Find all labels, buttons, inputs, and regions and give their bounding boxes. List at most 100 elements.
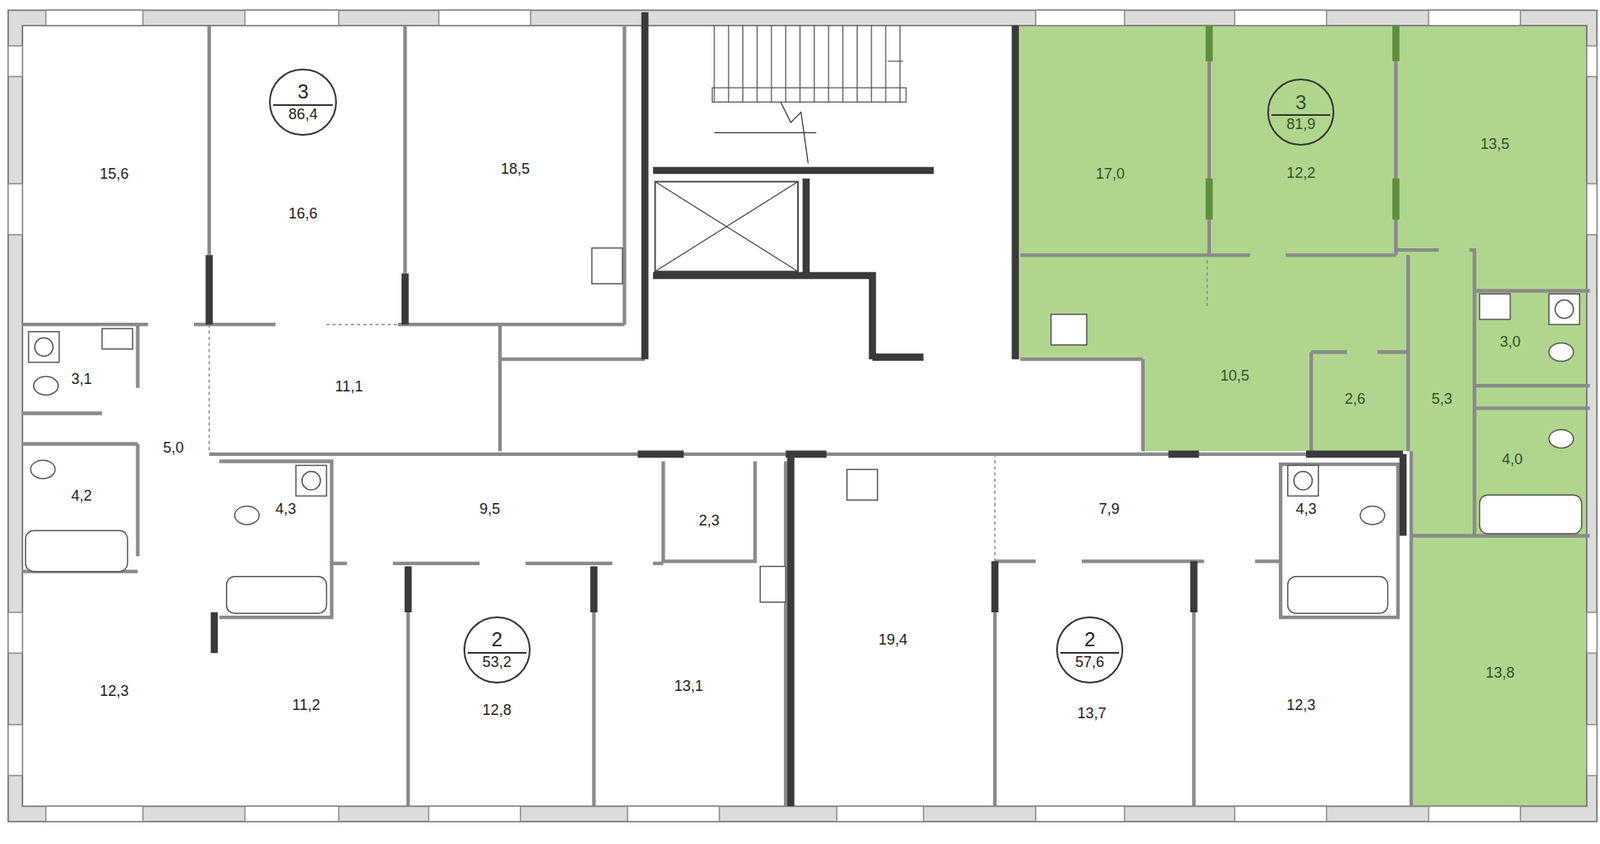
window: [1428, 806, 1521, 822]
toilet: [30, 460, 56, 479]
window: [836, 806, 924, 822]
washer: [28, 331, 60, 363]
sink: [101, 328, 133, 350]
window: [45, 9, 143, 26]
room-count: 3: [273, 80, 332, 106]
room-area: 13,8: [1485, 665, 1515, 683]
apartment-area: 86,4: [285, 105, 322, 125]
stair-rail: [711, 87, 906, 102]
kitchen-sink: [759, 566, 786, 603]
room-count: 2: [1060, 628, 1120, 654]
room-area: 11,1: [335, 379, 364, 397]
window: [245, 806, 339, 822]
room-area: 17,0: [1095, 166, 1125, 183]
elevator-cross: [654, 182, 798, 273]
green-wall-pieces: [1209, 25, 1397, 220]
toilet: [1359, 506, 1385, 525]
bathtub: [1479, 494, 1582, 534]
bearing-walls: [209, 12, 1404, 808]
bathtub: [25, 530, 128, 572]
window: [245, 9, 339, 26]
room-area: 3,1: [71, 371, 92, 389]
window: [438, 9, 531, 26]
elevator: [654, 182, 798, 273]
toilet: [1548, 342, 1574, 361]
apartment-badge: 257,6: [1056, 616, 1124, 684]
toilet: [235, 506, 260, 525]
room-area: 4,3: [275, 501, 297, 519]
bathtub: [226, 576, 327, 614]
fixtures: [25, 248, 1582, 615]
window: [1586, 46, 1597, 77]
open-boundaries: [209, 260, 1409, 563]
washer: [296, 465, 327, 496]
room-area: 12,2: [1286, 165, 1316, 183]
room-area: 7,9: [1099, 501, 1120, 519]
kitchen-sink: [846, 469, 878, 500]
room-area: 9,5: [479, 501, 500, 519]
apartment-area: 53,2: [479, 653, 515, 673]
window: [1586, 612, 1597, 654]
room-area: 10,5: [1220, 368, 1250, 385]
bathtub: [1287, 576, 1389, 614]
room-area: 11,2: [292, 697, 321, 715]
room-area: 18,5: [500, 161, 530, 178]
outer-wall: [8, 9, 1597, 822]
window: [1586, 183, 1597, 236]
kitchen-sink: [591, 248, 623, 284]
room-area: 15,6: [100, 166, 130, 183]
window: [8, 46, 23, 77]
room-area: 12,8: [482, 702, 512, 720]
window: [8, 183, 23, 236]
highlight-apartment: [1018, 25, 1590, 808]
washer: [1287, 465, 1319, 496]
room-area: 13,5: [1479, 136, 1509, 154]
room-area: 12,3: [100, 683, 130, 701]
washer-drum: [1293, 471, 1312, 491]
window: [1234, 806, 1327, 822]
window: [1586, 725, 1597, 777]
room-area: 3,0: [1499, 334, 1521, 351]
kitchen-sink: [1051, 314, 1087, 346]
room-area: 5,3: [1431, 391, 1452, 409]
apartment-badge: 253,2: [463, 616, 531, 684]
room-count: 2: [467, 628, 527, 654]
room-area: 19,4: [878, 632, 908, 649]
washer-drum: [302, 471, 321, 491]
room-area: 13,7: [1077, 706, 1107, 723]
toilet: [33, 376, 59, 395]
room-area: 5,0: [163, 441, 184, 458]
room-area: 4,2: [71, 488, 92, 505]
sink: [1479, 293, 1511, 320]
window: [1234, 9, 1327, 26]
room-area: 2,3: [698, 513, 720, 530]
room-area: 2,6: [1345, 391, 1366, 409]
room-area: 4,3: [1295, 501, 1317, 519]
window: [627, 806, 720, 822]
washer-drum: [34, 337, 53, 356]
window: [1035, 9, 1125, 26]
room-area: 12,3: [1286, 697, 1316, 715]
washer: [1548, 293, 1580, 325]
window: [1035, 806, 1125, 822]
partition-walls: [22, 25, 1591, 808]
room-area: 13,1: [674, 678, 704, 696]
washer-drum: [1555, 300, 1574, 319]
room-area: 4,0: [1501, 451, 1523, 469]
apartment-area: 57,6: [1071, 653, 1108, 673]
apartment-badge: 386,4: [269, 68, 337, 136]
window: [8, 612, 23, 654]
toilet: [1548, 429, 1574, 448]
window: [428, 806, 521, 822]
stair-arrow: [714, 61, 904, 164]
windows: [8, 9, 1597, 822]
room-area: 16,6: [288, 206, 318, 223]
window: [45, 806, 143, 822]
apartment-area: 81,9: [1282, 115, 1319, 135]
window: [8, 725, 23, 777]
stair-treads: [714, 25, 900, 103]
room-count: 3: [1271, 91, 1331, 116]
